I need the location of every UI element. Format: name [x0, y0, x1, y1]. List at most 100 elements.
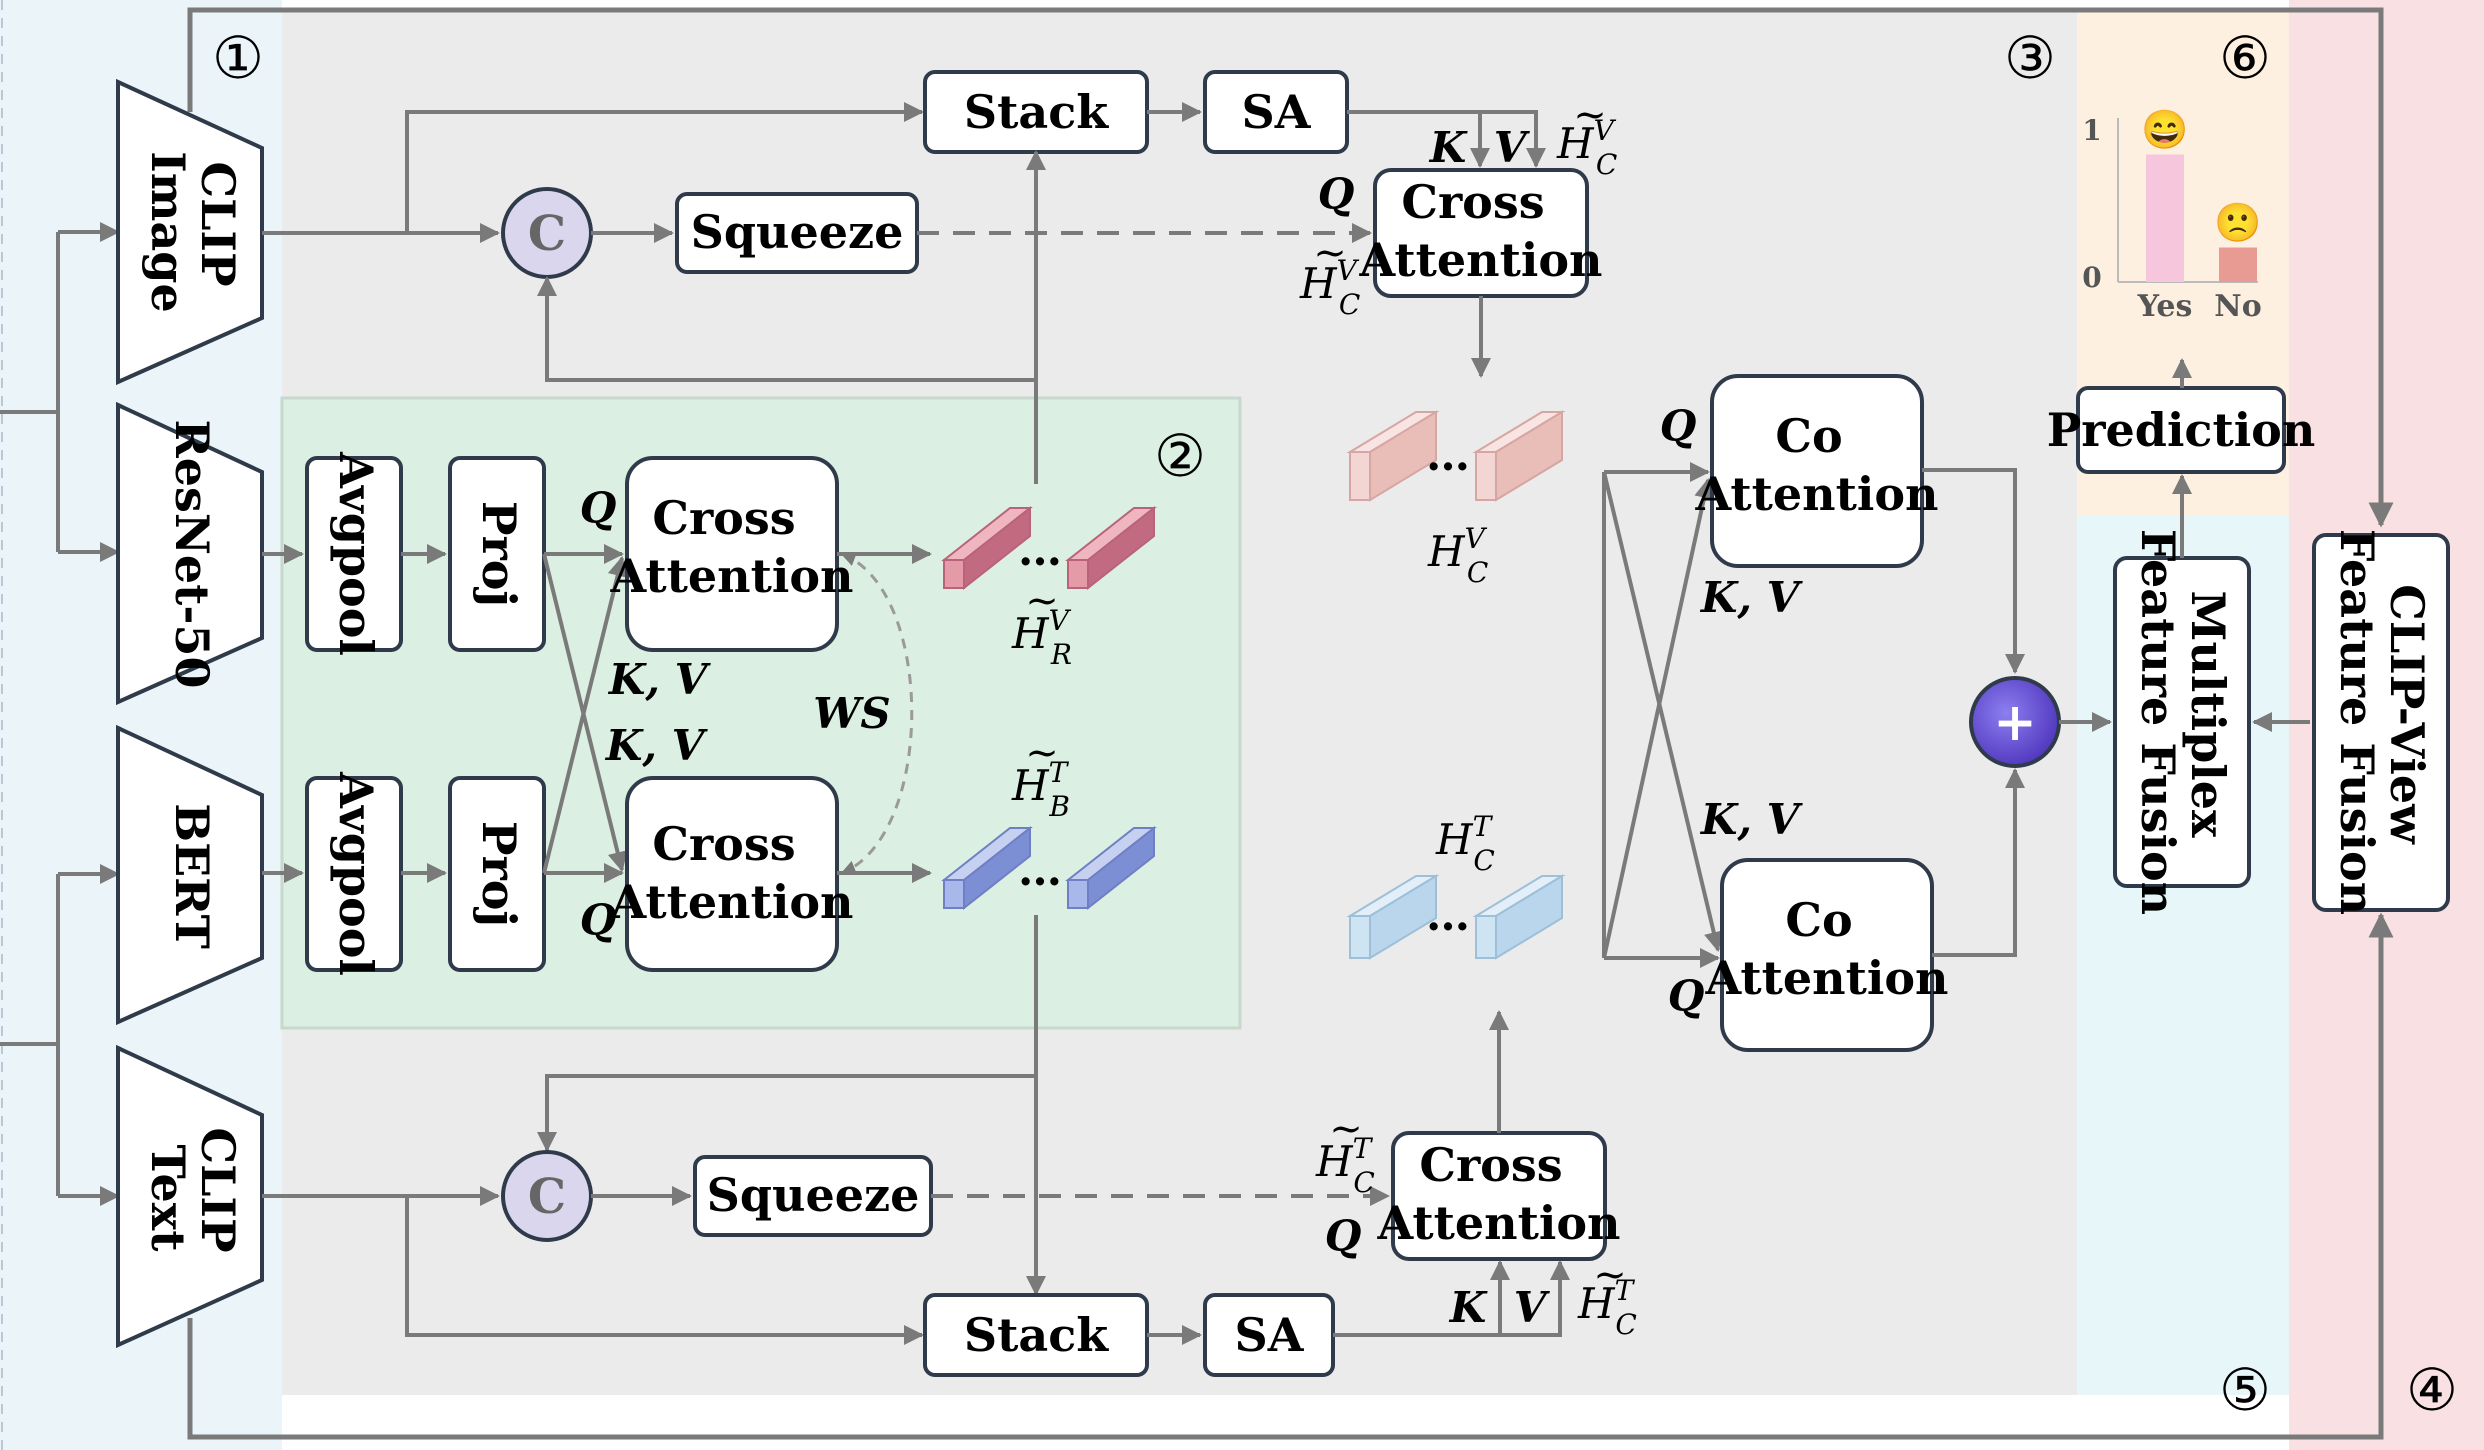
clip-view-feature-fusion: CLIP-View Feature Fusion [2312, 529, 2450, 915]
cross-attention-top: Cross Attention [1359, 168, 1603, 298]
stack-top: Stack [923, 70, 1149, 154]
svg-text:Cross Attention: Cross Attention [610, 491, 854, 603]
svg-text:K: K [1449, 1283, 1488, 1332]
outer-loop-line [187, 7, 2394, 528]
svg-text:V: V [1514, 1283, 1551, 1332]
svg-text:HTC: HTC [1315, 1132, 1375, 1199]
cross-attention-text: Cross Attention [610, 776, 854, 972]
avgpool-visual: Avgpool [305, 451, 403, 656]
svg-text:HVC: HVC [1556, 114, 1617, 181]
svg-text:K, V: K, V [608, 655, 712, 704]
concat-bottom: C [501, 1150, 593, 1242]
svg-text:SA: SA [1242, 85, 1312, 139]
svg-text:ResNet-50: ResNet-50 [165, 419, 219, 688]
squeeze-bottom: Squeeze [693, 1155, 933, 1237]
svg-text:Co Attention: Co Attention [1695, 409, 1939, 521]
context-text-tokens: … [1346, 874, 1566, 960]
svg-text:Cross Attention: Cross Attention [610, 817, 854, 929]
grinning-face-icon: 😄 [2141, 108, 2188, 152]
proj-text: Proj [448, 776, 546, 972]
svg-text:Q: Q [1668, 971, 1705, 1020]
svg-text:…: … [1018, 845, 1062, 896]
concat-top: C [501, 187, 593, 279]
svg-text:C: C [528, 206, 566, 262]
visual-token-strip: … [941, 505, 1157, 591]
co-attention-top: Co Attention [1695, 374, 1939, 568]
region-2-number: ② [1154, 422, 1206, 490]
chart-label-no: No [2214, 289, 2261, 324]
prediction-box: Prediction [2047, 386, 2315, 474]
chart-bar-no [2219, 247, 2257, 282]
svg-text:Proj: Proj [472, 501, 526, 607]
svg-text:C: C [528, 1169, 566, 1225]
svg-text:~: ~ [1329, 1106, 1363, 1152]
svg-text:HTC: HTC [1435, 810, 1495, 877]
sa-top: SA [1203, 70, 1349, 154]
svg-text:Q: Q [1325, 1211, 1362, 1260]
svg-text:Avgpool: Avgpool [329, 451, 383, 656]
svg-text:…: … [1018, 525, 1062, 576]
svg-text:Q: Q [1660, 401, 1697, 450]
frowning-face-icon: 🙁 [2214, 201, 2261, 245]
svg-text:HTC: HTC [1577, 1274, 1637, 1341]
svg-text:Cross Attention: Cross Attention [1359, 175, 1603, 287]
svg-text:K: K [1429, 123, 1468, 172]
svg-text:HTB: HTB [1011, 756, 1070, 823]
cross-attention-visual: Cross Attention [610, 456, 854, 652]
svg-text:…: … [1426, 890, 1470, 941]
svg-text:Avgpool: Avgpool [329, 771, 383, 976]
svg-text:Squeeze: Squeeze [707, 1168, 920, 1222]
svg-text:Stack: Stack [964, 85, 1109, 139]
multiplex-feature-fusion: Multiplex Feature Fusion [2113, 529, 2251, 915]
svg-text:…: … [1426, 430, 1470, 481]
avgpool-text: Avgpool [305, 771, 403, 976]
chart-bar-yes [2146, 154, 2184, 282]
svg-text:WS: WS [813, 689, 891, 738]
svg-text:Q: Q [1318, 169, 1355, 218]
svg-text:SA: SA [1235, 1308, 1305, 1362]
svg-text:CLIP Image: CLIP Image [141, 151, 245, 312]
svg-text:CLIP Text: CLIP Text [141, 1127, 245, 1268]
prediction-chart: 1 0 Yes No 😄 🙁 [2082, 108, 2261, 325]
chart-label-yes: Yes [2137, 289, 2193, 324]
clip-image-encoder: CLIP Image [116, 78, 264, 386]
squeeze-top: Squeeze [675, 192, 919, 274]
svg-text:V: V [1494, 123, 1531, 172]
svg-text:K, V: K, V [605, 721, 709, 770]
region-3-number: ③ [2004, 24, 2056, 92]
cross-attention-bottom: Cross Attention [1377, 1131, 1621, 1261]
proj-visual: Proj [448, 456, 546, 652]
svg-text:Proj: Proj [472, 821, 526, 927]
text-token-strip: … [941, 825, 1157, 911]
svg-text:HVR: HVR [1011, 604, 1072, 671]
context-visual-tokens: … [1346, 410, 1566, 502]
chart-y-tick-bottom: 0 [2082, 261, 2101, 294]
svg-text:~: ~ [1025, 578, 1059, 624]
svg-text:BERT: BERT [165, 803, 219, 949]
bert-encoder: BERT [116, 724, 264, 1026]
svg-text:K, V: K, V [1700, 573, 1804, 622]
region-5-number: ⑤ [2219, 1356, 2271, 1424]
svg-text:Cross Attention: Cross Attention [1377, 1138, 1621, 1250]
svg-text:Squeeze: Squeeze [691, 205, 904, 259]
clip-text-encoder: CLIP Text [116, 1044, 264, 1349]
svg-text:~: ~ [1593, 1252, 1627, 1298]
svg-text:Multiplex Feature Fusion: Multiplex Feature Fusion [2131, 529, 2235, 915]
chart-y-tick-top: 1 [2082, 114, 2101, 147]
stack-bottom: Stack [923, 1293, 1149, 1377]
svg-text:Stack: Stack [964, 1308, 1109, 1362]
region-1-number: ① [212, 24, 264, 92]
plus-operator: + [1969, 676, 2061, 768]
svg-text:HVC: HVC [1427, 522, 1488, 589]
sa-bottom: SA [1203, 1293, 1335, 1377]
region-4-number: ④ [2406, 1356, 2458, 1424]
svg-text:CLIP-View Feature Fusion: CLIP-View Feature Fusion [2330, 529, 2434, 915]
svg-text:~: ~ [1313, 230, 1347, 276]
svg-text:~: ~ [1573, 92, 1607, 138]
